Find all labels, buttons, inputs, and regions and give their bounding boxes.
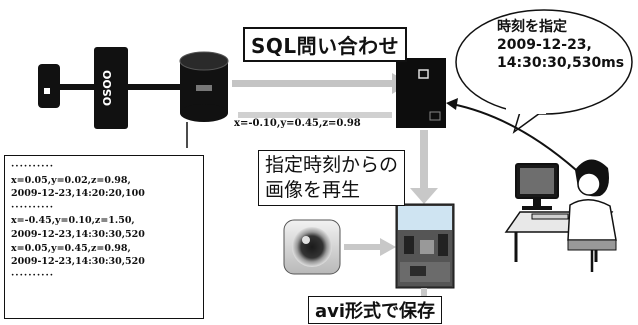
callout-line: 2009-12-23, [497, 37, 592, 53]
device-label: OSOO [101, 70, 114, 106]
log-line: ·········· [11, 201, 55, 213]
request-curve-arrow [451, 103, 586, 179]
operator-illustration [504, 159, 617, 272]
log-line: 2009-12-23,14:30:30,520 [11, 256, 145, 268]
log-line: x=0.05,y=0.02,z=0.98, [11, 174, 131, 186]
sensor-node [38, 64, 60, 108]
playback-line: 指定時刻からの [265, 154, 399, 176]
playback-line: 画像を再生 [265, 179, 361, 201]
camera-stream-arrow [344, 238, 396, 256]
log-line: x=-0.45,y=0.10,z=1.50, [11, 215, 135, 227]
log-line: 2009-12-23,14:30:30,520 [11, 228, 145, 240]
log-line: x=0.05,y=0.45,z=0.98, [11, 242, 131, 254]
database-icon [179, 51, 229, 122]
log-line: 2009-12-23,14:20:20,100 [11, 188, 145, 200]
coordinate-return-arrow [238, 112, 392, 118]
log-line: ·········· [11, 161, 55, 172]
sensor-log-panel: ·········· x=0.05,y=0.02,z=0.98, 2009-12… [4, 155, 204, 319]
playback-arrow [410, 130, 438, 204]
sql-query-arrow [232, 73, 410, 94]
log-line: ·········· [11, 269, 55, 281]
coordinate-readout: x=-0.10,y=0.45,z=0.98 [232, 118, 363, 129]
recorder-device: OSOO [94, 47, 128, 129]
time-spec-callout: 時刻を指定 2009-12-23, 14:30:30,530ms [497, 18, 624, 72]
camera-icon [283, 219, 341, 275]
playback-frame [395, 203, 455, 289]
callout-line: 時刻を指定 [497, 19, 567, 35]
callout-line: 14:30:30,530ms [497, 55, 625, 71]
sql-query-label: SQL問い合わせ [243, 27, 408, 62]
video-frame-node [396, 58, 446, 128]
playback-label: 指定時刻からの 画像を再生 [258, 150, 406, 206]
callout-bubble [455, 9, 633, 134]
avi-save-label: avi形式で保存 [308, 296, 443, 324]
